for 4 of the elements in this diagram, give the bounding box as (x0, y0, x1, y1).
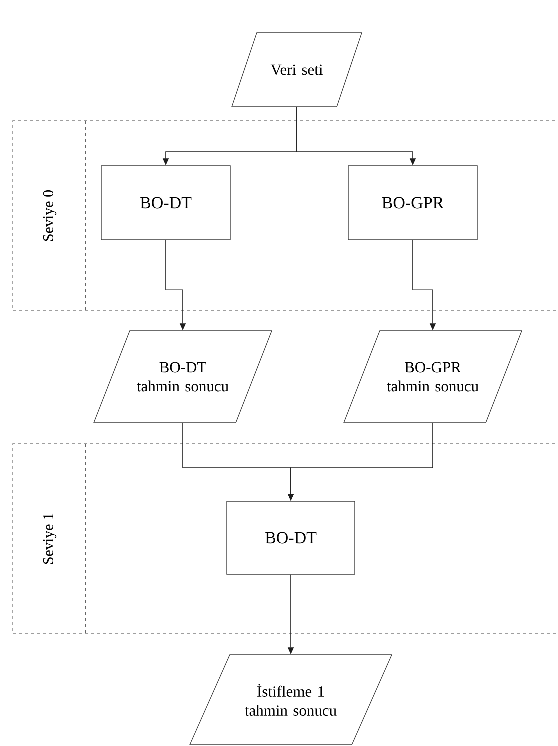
data-parallelogram: Veri seti (232, 32, 362, 108)
process-box: BO-DT (101, 166, 231, 240)
process-box: BO-GPR (348, 166, 478, 240)
process-box: BO-DT (226, 501, 356, 575)
